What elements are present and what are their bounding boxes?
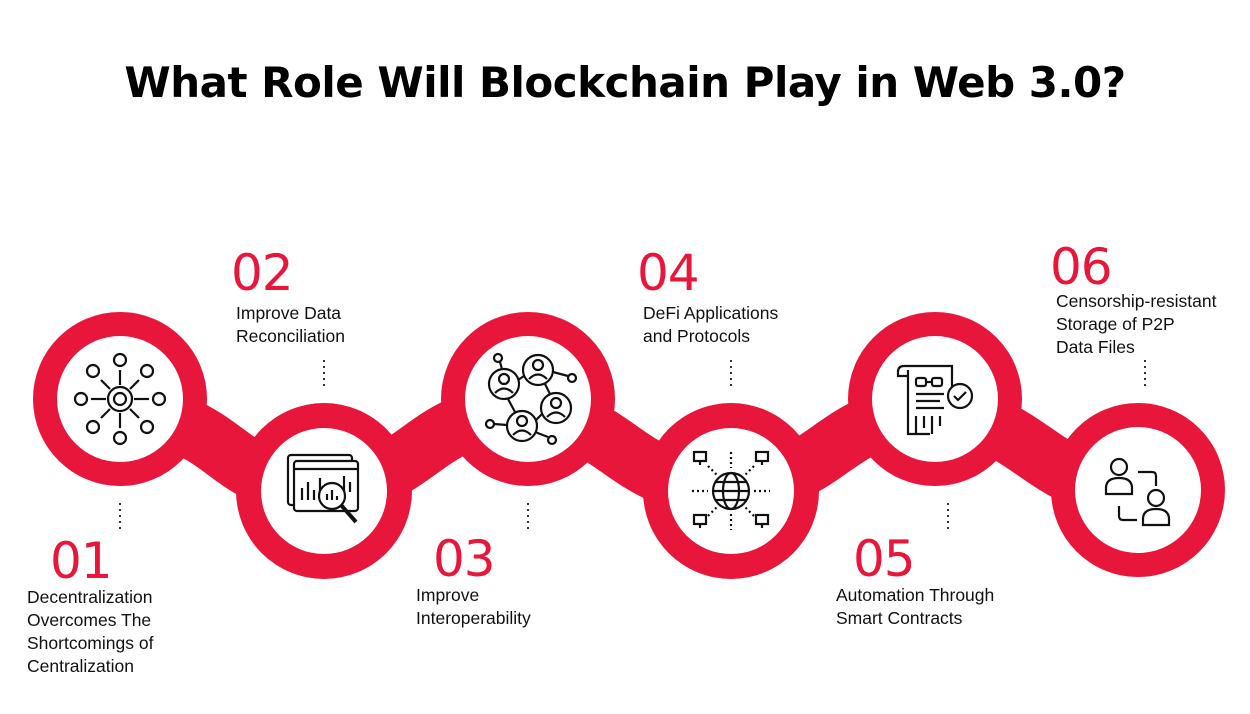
connected-users-icon bbox=[484, 352, 578, 446]
step-2-label: Improve Data Reconciliation bbox=[236, 303, 345, 346]
step-2-number: 02 bbox=[231, 244, 294, 302]
page-title: What Role Will Blockchain Play in Web 3.… bbox=[124, 58, 1126, 107]
step-3-label: Improve Interoperability bbox=[416, 585, 531, 628]
step-4-label: DeFi Applications and Protocols bbox=[643, 303, 779, 346]
global-network-icon bbox=[692, 450, 770, 530]
step-5-label: Automation Through Smart Contracts bbox=[836, 585, 995, 628]
step-1-label: Decentralization Overcomes The Shortcomi… bbox=[27, 587, 154, 676]
decentralized-network-icon bbox=[73, 352, 167, 446]
step-1-number: 01 bbox=[50, 532, 113, 590]
step-5-number: 05 bbox=[853, 530, 916, 588]
data-analysis-icon bbox=[286, 453, 360, 524]
step-4-number: 04 bbox=[637, 244, 700, 302]
step-3-number: 03 bbox=[433, 530, 496, 588]
smart-contract-icon bbox=[896, 364, 974, 436]
p2p-users-icon bbox=[1104, 457, 1171, 527]
step-6-label: Censorship-resistant Storage of P2P Data… bbox=[1056, 291, 1217, 357]
step-6-number: 06 bbox=[1050, 238, 1113, 296]
